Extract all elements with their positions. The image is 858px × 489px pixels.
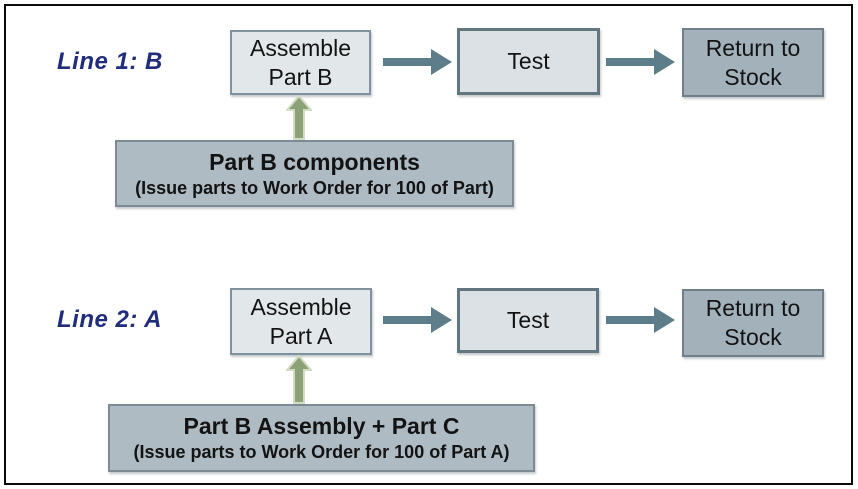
flow-arrow-icon (383, 307, 452, 333)
assemble-part-b-line1: Assemble (250, 34, 351, 61)
diagram-frame (4, 4, 853, 485)
feed-up-arrow-icon (286, 95, 312, 140)
return-to-stock-box-line2: Return to Stock (682, 289, 824, 357)
flow-arrow-icon (383, 49, 452, 75)
line2-label: Line 2: A (57, 306, 162, 333)
assemble-part-a-box: Assemble Part A (230, 288, 372, 355)
return-line1: Return to (705, 295, 801, 322)
feed-title: Part B components (209, 148, 420, 175)
feed-title: Part B Assembly + Part C (183, 413, 460, 440)
line1-label: Line 1: B (57, 48, 163, 75)
assemble-part-a-line1: Assemble (250, 293, 352, 320)
feed-subtitle: (Issue parts to Work Order for 100 of Pa… (133, 442, 510, 463)
feed-up-arrow-icon (286, 355, 312, 404)
test-box-line2: Test (457, 288, 599, 353)
part-b-assembly-box: Part B Assembly + Part C (Issue parts to… (108, 404, 535, 472)
test-label: Test (507, 48, 550, 75)
flow-arrow-icon (606, 49, 675, 75)
assemble-part-b-line2: Part B (268, 63, 333, 90)
flow-arrow-icon (606, 307, 675, 333)
feed-subtitle: (Issue parts to Work Order for 100 of Pa… (135, 177, 494, 198)
return-line2: Stock (724, 63, 782, 90)
return-line2: Stock (724, 324, 782, 350)
assemble-part-b-box: Assemble Part B (230, 30, 371, 95)
test-box-line1: Test (457, 28, 600, 95)
test-label: Test (506, 307, 550, 334)
part-b-components-box: Part B components (Issue parts to Work O… (115, 140, 514, 207)
assemble-part-a-line2: Part A (269, 322, 333, 349)
return-line1: Return to (705, 34, 801, 61)
return-to-stock-box-line1: Return to Stock (682, 28, 824, 97)
